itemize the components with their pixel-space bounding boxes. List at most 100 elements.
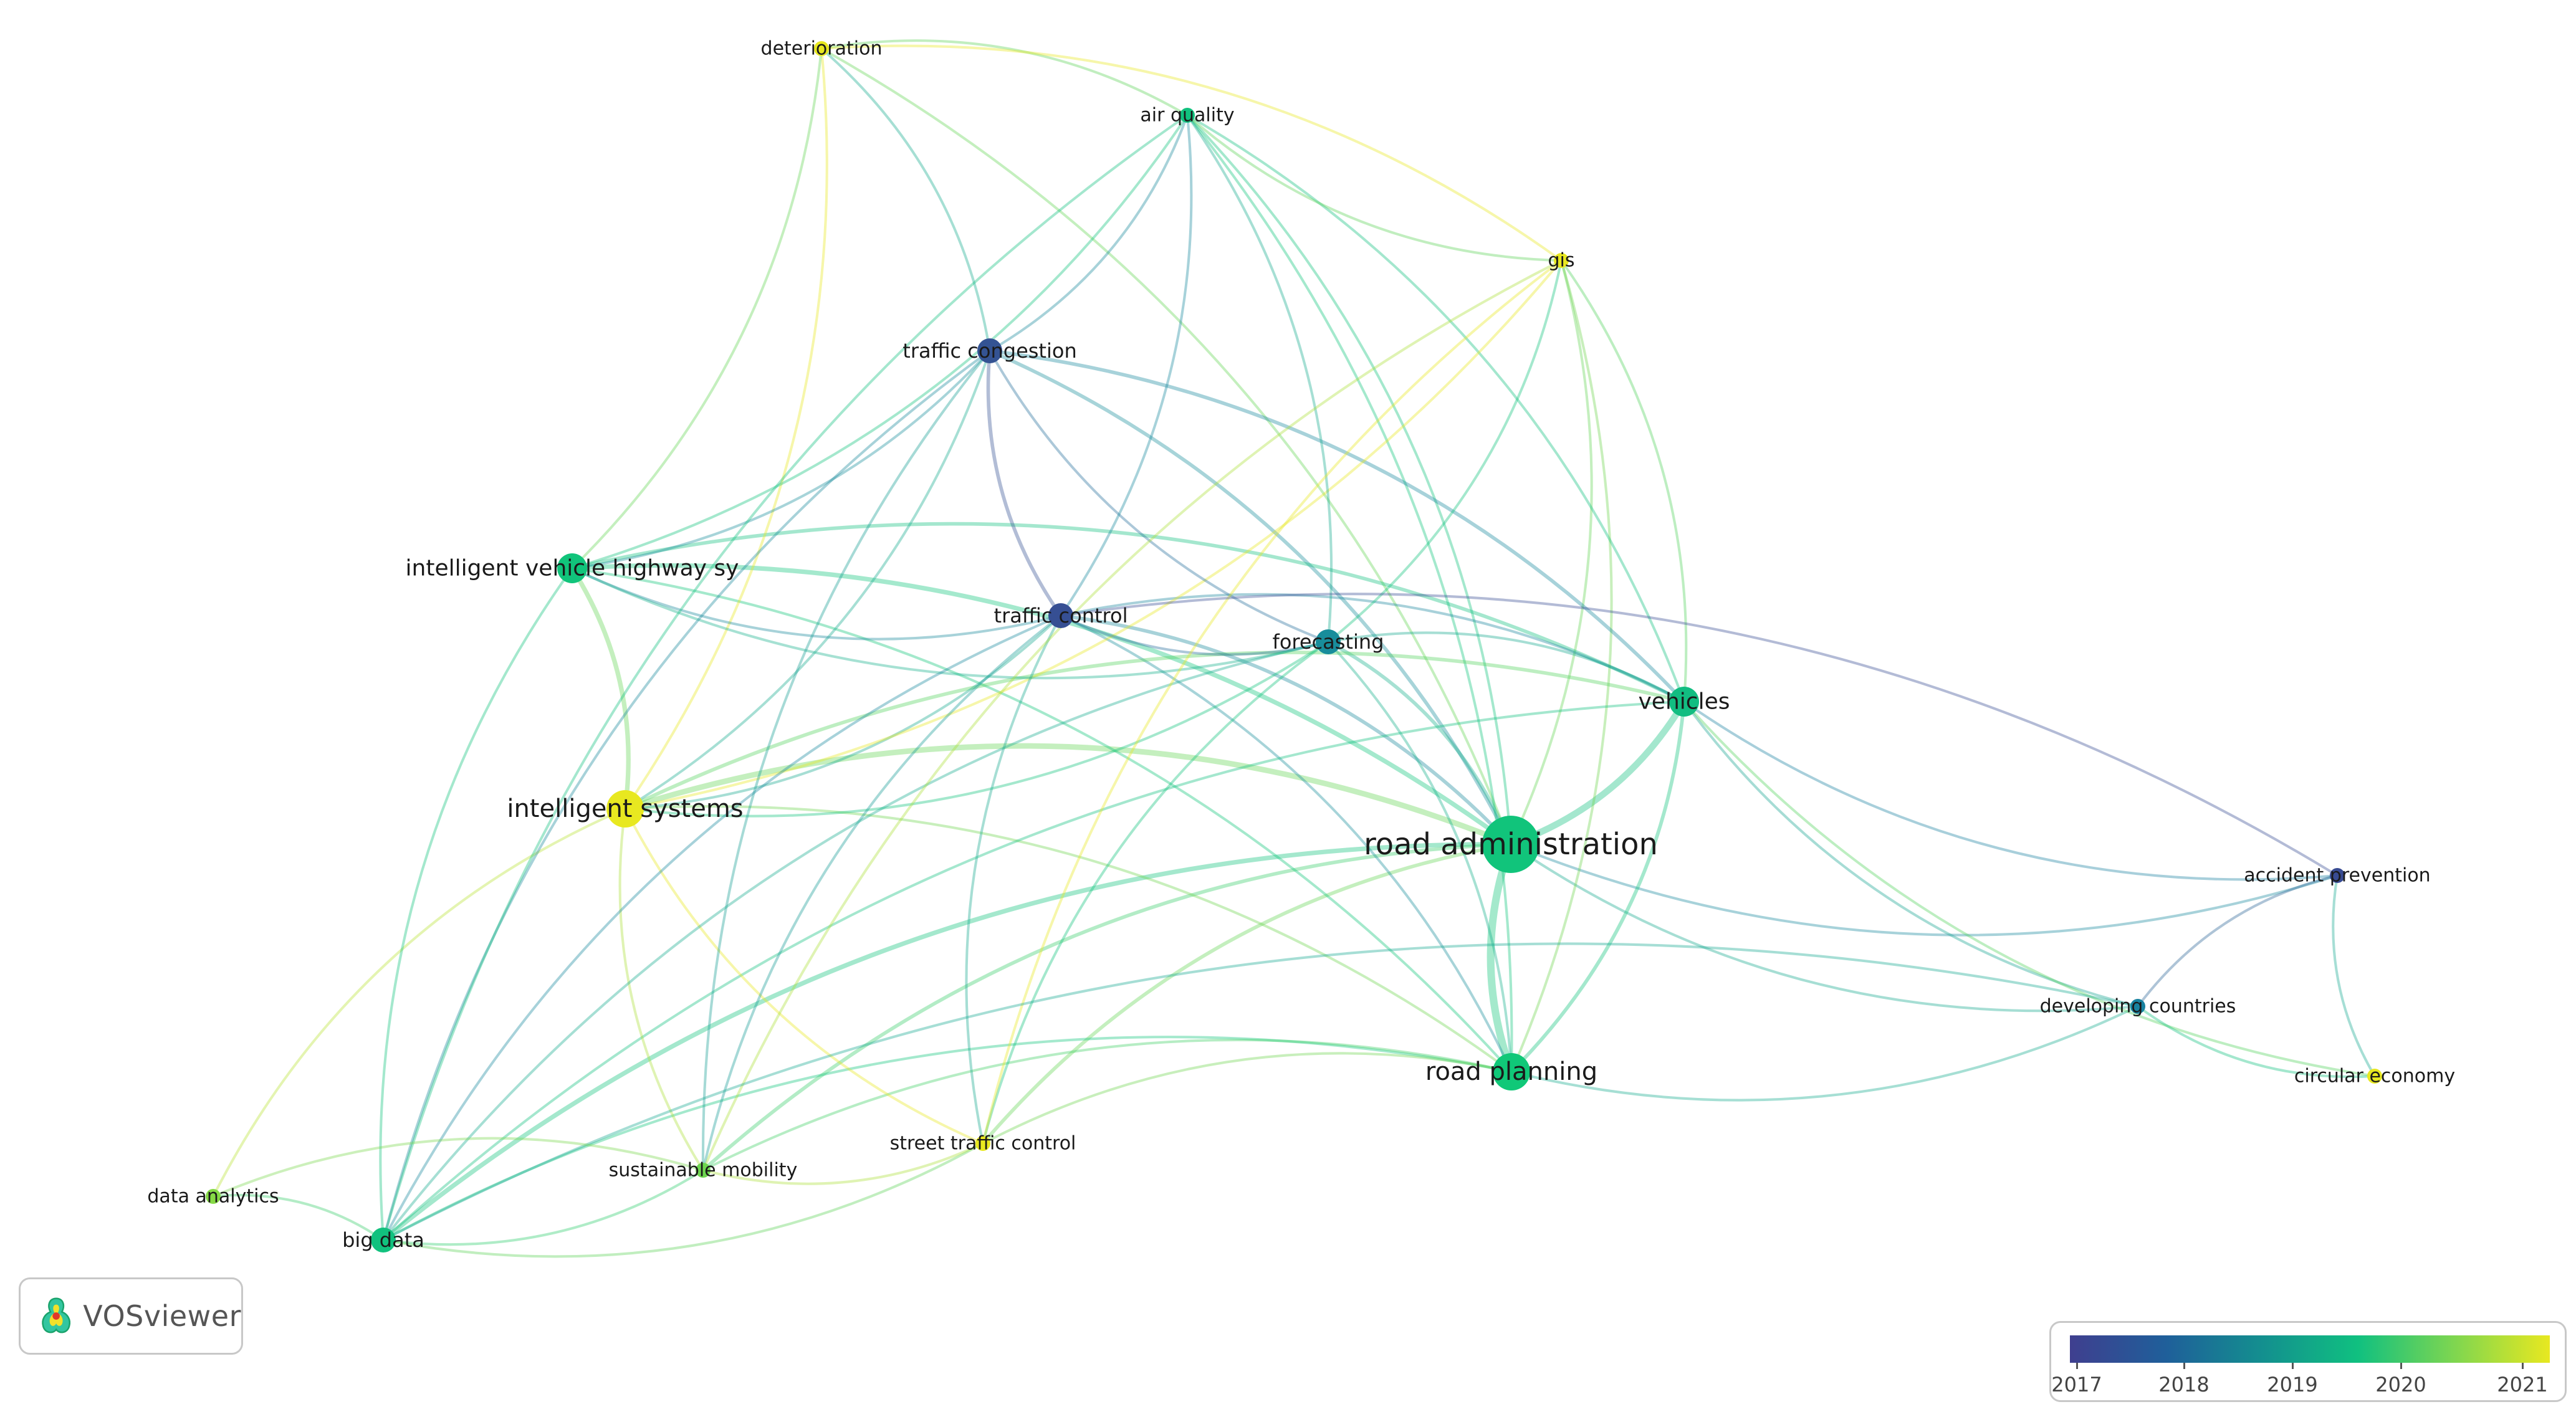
legend-year-label: 2017 xyxy=(2051,1373,2102,1396)
node-sustainable-mobility[interactable] xyxy=(696,1163,711,1178)
edge-developing_countries-circular_economy xyxy=(2137,1005,2375,1079)
edge-intelligent_systems-forecasting xyxy=(625,641,1329,818)
legend-gradient-bar xyxy=(2070,1335,2550,1363)
edge-big_data-data_analytics xyxy=(213,1193,385,1241)
edge-traffic_congestion-forecasting xyxy=(989,350,1329,643)
edge-intelligent_systems-street_traffic_control xyxy=(624,808,984,1145)
edge-road_planning-developing_countries xyxy=(1511,1005,2138,1102)
label-air-quality[interactable]: air quality xyxy=(1140,105,1234,126)
edge-road_planning-traffic_control xyxy=(1060,614,1513,1072)
edge-intelligent_vehicle-traffic_congestion xyxy=(572,350,991,570)
label-intelligent-systems[interactable]: intelligent systems xyxy=(507,794,743,823)
edge-road_administration-street_traffic_control xyxy=(981,842,1511,1145)
edge-road_administration-intelligent_systems xyxy=(624,743,1512,847)
edge-road_administration-accident_prevention xyxy=(1510,843,2338,937)
node-street-traffic-control[interactable] xyxy=(975,1136,990,1151)
nodes-layer xyxy=(206,41,2382,1252)
edge-road_administration-gis xyxy=(1510,260,1593,845)
label-street-traffic-control[interactable]: street traffic control xyxy=(890,1133,1076,1155)
edge-gis-sustainable_mobility xyxy=(702,259,1562,1171)
node-forecasting[interactable] xyxy=(1316,629,1341,654)
edge-forecasting-air_quality xyxy=(1186,114,1333,642)
node-deterioration[interactable] xyxy=(814,41,829,56)
edge-road_planning-intelligent_systems xyxy=(625,805,1513,1073)
edge-vehicles-big_data xyxy=(382,700,1685,1241)
app-name: VOSviewer xyxy=(83,1299,241,1333)
legend-tick xyxy=(2522,1363,2524,1369)
edge-vehicles-air_quality xyxy=(1186,114,1685,702)
edge-accident_prevention-circular_economy xyxy=(2332,875,2376,1077)
node-intelligent-vehicle[interactable] xyxy=(557,553,587,583)
edge-sustainable_mobility-data_analytics xyxy=(213,1137,704,1198)
label-road-planning[interactable]: road planning xyxy=(1425,1057,1597,1086)
edge-traffic_control-street_traffic_control xyxy=(965,615,1062,1144)
node-accident-prevention[interactable] xyxy=(2330,868,2345,883)
edge-road_planning-forecasting xyxy=(1327,641,1513,1072)
legend-year-label: 2019 xyxy=(2267,1373,2318,1396)
node-air-quality[interactable] xyxy=(1180,108,1195,123)
label-big-data[interactable]: big data xyxy=(342,1228,424,1252)
edge-road_planning-sustainable_mobility xyxy=(702,1038,1512,1171)
node-traffic-control[interactable] xyxy=(1048,603,1073,628)
edge-road_planning-air_quality xyxy=(1186,114,1513,1072)
edge-forecasting-gis xyxy=(1327,260,1563,643)
node-intelligent-systems[interactable] xyxy=(606,790,644,828)
legend-tick xyxy=(2183,1363,2185,1369)
label-forecasting[interactable]: forecasting xyxy=(1273,630,1384,654)
edge-road_administration-developing_countries xyxy=(1510,843,2138,1013)
edge-vehicles-gis xyxy=(1560,259,1688,702)
edge-accident_prevention-developing_countries xyxy=(2137,874,2338,1008)
node-road-administration[interactable] xyxy=(1482,816,1539,873)
node-circular-economy[interactable] xyxy=(2367,1069,2382,1084)
edge-traffic_congestion-air_quality xyxy=(989,115,1189,352)
edge-intelligent_systems-sustainable_mobility xyxy=(618,808,704,1171)
edge-developing_countries-big_data xyxy=(383,942,2138,1241)
edge-accident_prevention-traffic_control xyxy=(1060,593,2339,877)
edge-road_administration-big_data xyxy=(381,842,1511,1242)
edge-road_administration-traffic_congestion xyxy=(989,349,1513,846)
vosviewer-logo[interactable]: VOSviewer xyxy=(19,1277,243,1355)
node-big-data[interactable] xyxy=(371,1228,396,1252)
edge-intelligent_systems-traffic_control xyxy=(625,614,1062,811)
legend-year-label: 2021 xyxy=(2497,1373,2548,1396)
label-intelligent-vehicle[interactable]: intelligent vehicle highway sy xyxy=(406,556,739,581)
node-data-analytics[interactable] xyxy=(206,1189,221,1204)
edge-road_administration-forecasting xyxy=(1327,640,1513,846)
label-accident-prevention[interactable]: accident prevention xyxy=(2244,865,2430,887)
label-vehicles[interactable]: vehicles xyxy=(1639,689,1730,715)
edge-road_administration-deterioration xyxy=(820,47,1512,845)
edge-traffic_congestion-traffic_control xyxy=(986,350,1063,617)
edge-vehicles-traffic_congestion xyxy=(989,349,1686,703)
node-developing-countries[interactable] xyxy=(2130,999,2145,1014)
edge-traffic_congestion-sustainable_mobility xyxy=(701,350,991,1171)
edge-traffic_control-big_data xyxy=(382,614,1061,1241)
label-deterioration[interactable]: deterioration xyxy=(761,38,883,60)
label-sustainable-mobility[interactable]: sustainable mobility xyxy=(609,1160,798,1181)
label-gis[interactable]: gis xyxy=(1548,250,1574,272)
node-traffic-congestion[interactable] xyxy=(977,338,1002,363)
vosviewer-logo-icon xyxy=(42,1297,71,1334)
label-circular-economy[interactable]: circular economy xyxy=(2294,1066,2455,1087)
edge-vehicles-circular_economy xyxy=(1683,700,2375,1078)
label-road-administration[interactable]: road administration xyxy=(1364,827,1658,862)
edge-road_planning-street_traffic_control xyxy=(982,1052,1512,1145)
label-developing-countries[interactable]: developing countries xyxy=(2040,996,2236,1018)
legend-year-label: 2018 xyxy=(2158,1373,2210,1396)
label-traffic-congestion[interactable]: traffic congestion xyxy=(903,339,1076,363)
label-data-analytics[interactable]: data analytics xyxy=(147,1186,279,1208)
label-traffic-control[interactable]: traffic control xyxy=(994,604,1128,627)
node-road-planning[interactable] xyxy=(1493,1053,1530,1090)
legend-tick xyxy=(2292,1363,2294,1369)
edge-big_data-sustainable_mobility xyxy=(383,1169,704,1246)
edge-intelligent_vehicle-big_data xyxy=(379,567,573,1241)
edge-air_quality-big_data xyxy=(382,114,1189,1241)
edge-vehicles-developing_countries xyxy=(1683,700,2138,1008)
node-gis[interactable] xyxy=(1554,253,1569,268)
edge-road_administration-air_quality xyxy=(1186,114,1513,845)
edge-big_data-street_traffic_control xyxy=(383,1142,984,1258)
edge-traffic_congestion-big_data xyxy=(382,350,991,1241)
node-vehicles[interactable] xyxy=(1669,687,1699,717)
edge-intelligent_vehicle-forecasting xyxy=(572,567,1329,680)
